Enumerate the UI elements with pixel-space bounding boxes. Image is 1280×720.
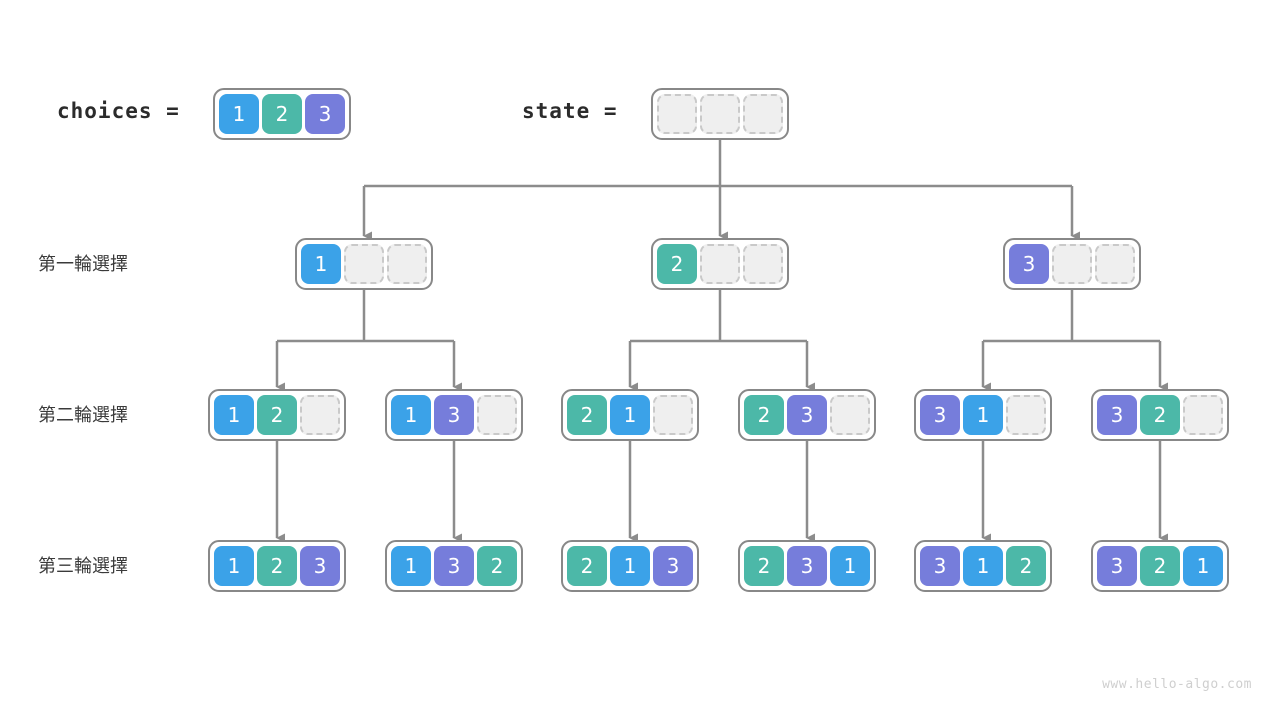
- choices-cell-2: 3: [305, 94, 345, 134]
- choices-label: choices =: [57, 99, 180, 123]
- state-array: [651, 88, 789, 140]
- r1n1-cell-1: [344, 244, 384, 284]
- state-label: state =: [522, 99, 618, 123]
- r2n1-cell-0: 1: [214, 395, 254, 435]
- r3n2-cell-0: 1: [391, 546, 431, 586]
- state-cell-2: [743, 94, 783, 134]
- r3n3-cell-0: 2: [567, 546, 607, 586]
- edge-group: [275, 140, 1168, 543]
- choices-cell-0: 1: [219, 94, 259, 134]
- r2n4-cell-2: [830, 395, 870, 435]
- r2n2-cell-2: [477, 395, 517, 435]
- r3n5-cell-0: 3: [920, 546, 960, 586]
- r2n6-cell-1: 2: [1140, 395, 1180, 435]
- r3n3-cell-2: 3: [653, 546, 693, 586]
- row-label-round-1: 第一輪選擇: [38, 254, 128, 275]
- r2n5-cell-1: 1: [963, 395, 1003, 435]
- r1n1-cell-2: [387, 244, 427, 284]
- watermark: www.hello-algo.com: [1102, 677, 1252, 692]
- r2n2-cell-0: 1: [391, 395, 431, 435]
- r2n6-cell-0: 3: [1097, 395, 1137, 435]
- r1n2-cell-0: 2: [657, 244, 697, 284]
- r1n1-cell-0: 1: [301, 244, 341, 284]
- r3n6-cell-1: 2: [1140, 546, 1180, 586]
- row-label-round-2: 第二輪選擇: [38, 405, 128, 426]
- r1n3-cell-0: 3: [1009, 244, 1049, 284]
- state-cell-0: [657, 94, 697, 134]
- r3n4-cell-2: 1: [830, 546, 870, 586]
- tree-node-r1-n1: 1: [295, 238, 433, 290]
- r3n2-cell-2: 2: [477, 546, 517, 586]
- state-cell-1: [700, 94, 740, 134]
- r3n3-cell-1: 1: [610, 546, 650, 586]
- r2n5-cell-2: [1006, 395, 1046, 435]
- r1n3-cell-1: [1052, 244, 1092, 284]
- r3n4-cell-0: 2: [744, 546, 784, 586]
- r3n1-cell-1: 2: [257, 546, 297, 586]
- r3n5-cell-2: 2: [1006, 546, 1046, 586]
- choices-cell-1: 2: [262, 94, 302, 134]
- r2n3-cell-0: 2: [567, 395, 607, 435]
- tree-node-r1-n2: 2: [651, 238, 789, 290]
- r2n4-cell-0: 2: [744, 395, 784, 435]
- r2n1-cell-2: [300, 395, 340, 435]
- r3n5-cell-1: 1: [963, 546, 1003, 586]
- r2n4-cell-1: 3: [787, 395, 827, 435]
- tree-node-r1-n3: 3: [1003, 238, 1141, 290]
- r3n1-cell-2: 3: [300, 546, 340, 586]
- r3n2-cell-1: 3: [434, 546, 474, 586]
- r2n5-cell-0: 3: [920, 395, 960, 435]
- r3n6-cell-2: 1: [1183, 546, 1223, 586]
- r2n6-cell-2: [1183, 395, 1223, 435]
- r2n2-cell-1: 3: [434, 395, 474, 435]
- r1n2-cell-1: [700, 244, 740, 284]
- r2n3-cell-2: [653, 395, 693, 435]
- r3n1-cell-0: 1: [214, 546, 254, 586]
- r2n1-cell-1: 2: [257, 395, 297, 435]
- row-label-round-3: 第三輪選擇: [38, 556, 128, 577]
- r3n4-cell-1: 3: [787, 546, 827, 586]
- r2n3-cell-1: 1: [610, 395, 650, 435]
- r3n6-cell-0: 3: [1097, 546, 1137, 586]
- r1n3-cell-2: [1095, 244, 1135, 284]
- r1n2-cell-2: [743, 244, 783, 284]
